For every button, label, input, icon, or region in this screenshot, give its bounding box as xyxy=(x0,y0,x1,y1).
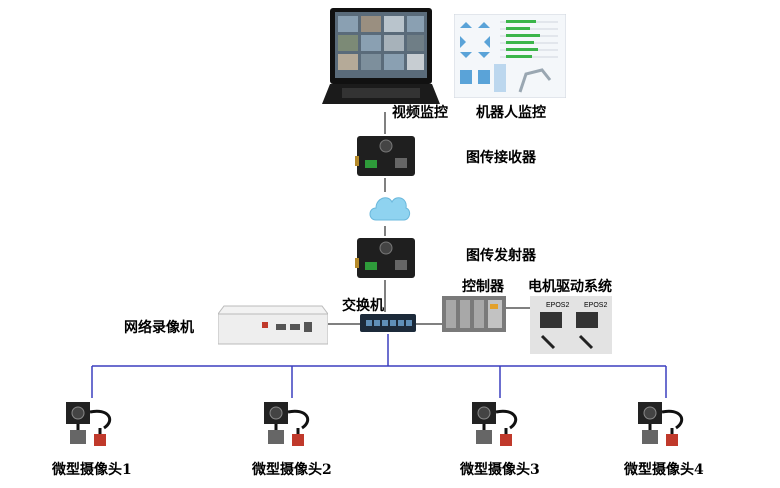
robot-monitor-screen xyxy=(454,14,566,98)
epos-label-a: EPOS2 xyxy=(546,302,570,309)
epos-label-b: EPOS2 xyxy=(584,302,608,309)
receiver-label: 图传接收器 xyxy=(466,150,536,166)
wireless-cloud-icon xyxy=(366,188,412,228)
micro-camera-1 xyxy=(64,398,122,454)
nvr-device xyxy=(218,304,328,346)
laptop-video-monitor xyxy=(322,8,440,106)
video-monitor-label: 视频监控 xyxy=(392,105,448,121)
image-transmitter-device xyxy=(355,236,417,280)
camera-3-label: 微型摄像头3 xyxy=(460,462,540,478)
motor-drive-label: 电机驱动系统 xyxy=(528,279,612,295)
micro-camera-4 xyxy=(636,398,694,454)
micro-camera-3 xyxy=(470,398,528,454)
switch-label: 交换机 xyxy=(342,298,384,314)
camera-4-label: 微型摄像头4 xyxy=(624,462,704,478)
network-switch-device xyxy=(360,312,416,334)
camera-1-label: 微型摄像头1 xyxy=(52,462,132,478)
transmitter-label: 图传发射器 xyxy=(466,248,536,264)
micro-camera-2 xyxy=(262,398,320,454)
motor-drive-system: EPOS2 EPOS2 xyxy=(530,296,612,354)
robot-monitor-label: 机器人监控 xyxy=(476,105,546,121)
camera-2-label: 微型摄像头2 xyxy=(252,462,332,478)
controller-label: 控制器 xyxy=(462,279,504,295)
image-receiver-device xyxy=(355,134,417,178)
controller-device xyxy=(442,292,508,334)
nvr-label: 网络录像机 xyxy=(124,320,194,336)
